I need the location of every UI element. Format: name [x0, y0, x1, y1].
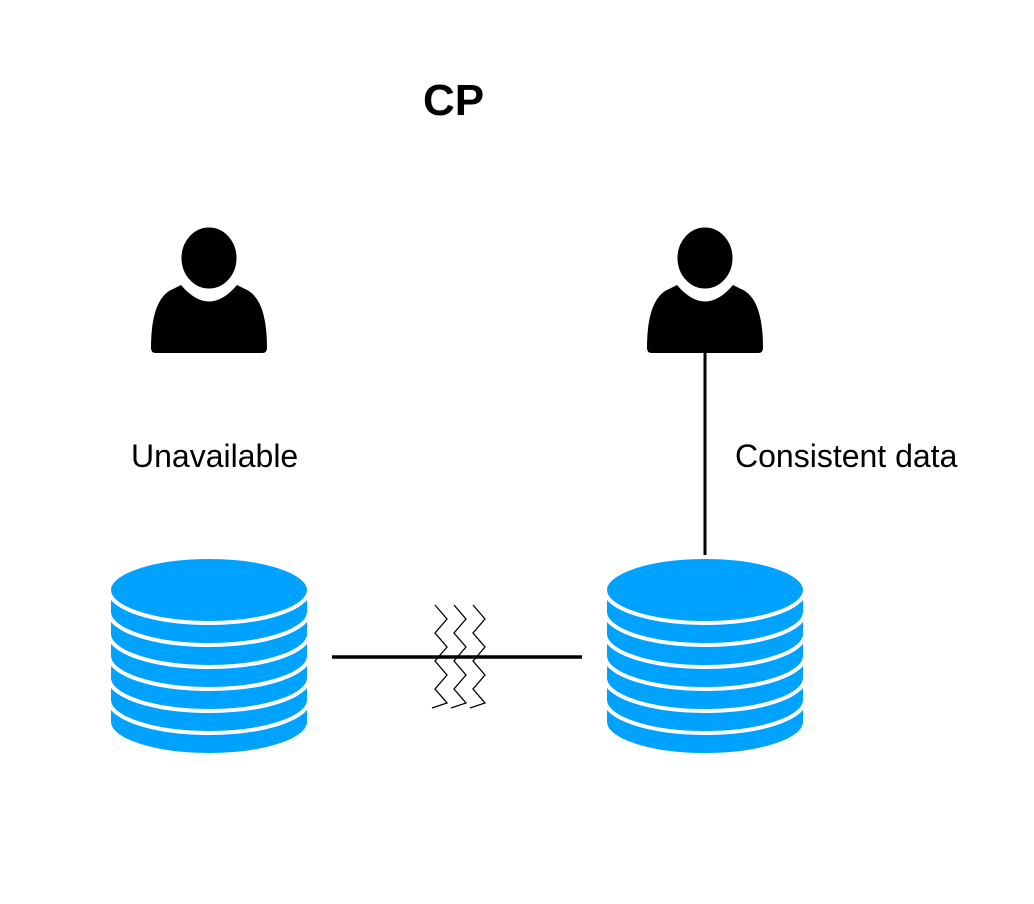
network-partition-icon — [431, 604, 487, 709]
database-top — [603, 555, 807, 625]
diagram-title: CP — [423, 76, 485, 125]
person-head — [178, 224, 240, 292]
person-icon — [151, 224, 267, 353]
person-body — [647, 285, 763, 353]
right-node-label: Consistent data — [735, 438, 958, 474]
database-icon — [107, 555, 311, 757]
database-icon — [603, 555, 807, 757]
person-body — [151, 285, 267, 353]
zigzag-line — [450, 604, 468, 709]
database-top — [107, 555, 311, 625]
person-head — [674, 224, 736, 292]
person-icon — [647, 224, 763, 353]
left-node-label: Unavailable — [131, 438, 299, 474]
zigzag-line — [431, 604, 449, 709]
zigzag-line — [469, 604, 487, 709]
